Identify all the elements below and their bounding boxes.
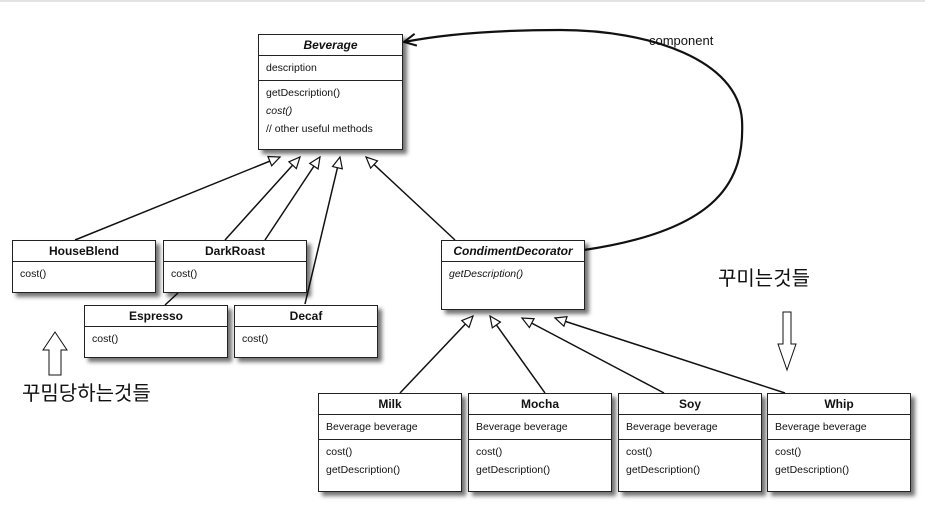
class-mocha-fields: Beverage beverage — [469, 415, 611, 440]
decorators-note: 꾸미는것들 — [718, 266, 810, 290]
class-condimentdecorator: CondimentDecorator getDescription() — [441, 240, 585, 310]
class-espresso-name: Espresso — [85, 306, 227, 327]
class-milk-fields: Beverage beverage — [319, 415, 461, 440]
class-beverage-fields: description — [259, 56, 402, 81]
class-whip-method: getDescription() — [775, 464, 850, 476]
class-decaf-name: Decaf — [235, 306, 377, 327]
class-beverage-method: cost() — [266, 105, 293, 117]
class-beverage-field: description — [266, 62, 317, 74]
edge-decaf-beverage — [304, 155, 344, 305]
class-milk-field: Beverage beverage — [326, 421, 418, 433]
class-mocha-name: Mocha — [469, 394, 611, 415]
class-beverage-methods: getDescription() cost() // other useful … — [259, 81, 402, 141]
class-beverage-method: getDescription() — [266, 87, 341, 99]
class-darkroast-methods: cost() — [164, 262, 306, 286]
class-milk-name: Milk — [319, 394, 461, 415]
class-soy: Soy Beverage beverage cost() getDescript… — [618, 393, 762, 492]
decorators-down-arrow — [777, 311, 797, 372]
class-condimentdecorator-method: getDescription() — [449, 268, 524, 280]
class-milk-method: cost() — [326, 446, 353, 458]
class-soy-method: cost() — [626, 446, 653, 458]
class-whip-field: Beverage beverage — [775, 421, 867, 433]
class-mocha-method: getDescription() — [476, 464, 551, 476]
class-decaf: Decaf cost() — [234, 305, 378, 358]
class-milk-methods: cost() getDescription() — [319, 440, 461, 482]
component-association — [401, 28, 744, 252]
class-houseblend-name: HouseBlend — [13, 241, 155, 262]
class-soy-field: Beverage beverage — [626, 421, 718, 433]
class-mocha-field: Beverage beverage — [476, 421, 568, 433]
class-whip: Whip Beverage beverage cost() getDescrip… — [767, 393, 911, 492]
class-soy-fields: Beverage beverage — [619, 415, 761, 440]
edge-espresso-beverage — [264, 155, 321, 241]
edge-condiment-beverage — [364, 156, 456, 241]
class-beverage: Beverage description getDescription() co… — [258, 34, 403, 150]
edge-whip-condiment — [553, 315, 786, 394]
class-condimentdecorator-methods: getDescription() — [442, 262, 584, 286]
class-darkroast: DarkRoast cost() — [163, 240, 307, 293]
class-whip-fields: Beverage beverage — [768, 415, 910, 440]
decorated-up-arrow — [42, 331, 68, 376]
decorated-note: 꾸밈당하는것들 — [22, 381, 151, 405]
class-decaf-methods: cost() — [235, 327, 377, 351]
class-beverage-name: Beverage — [259, 35, 402, 56]
class-houseblend-method: cost() — [20, 268, 47, 280]
edge-espresso-darkroast — [164, 292, 179, 306]
class-houseblend-methods: cost() — [13, 262, 155, 286]
edge-milk-condiment — [399, 314, 474, 394]
class-milk-method: getDescription() — [326, 464, 401, 476]
class-whip-methods: cost() getDescription() — [768, 440, 910, 482]
class-darkroast-name: DarkRoast — [164, 241, 306, 262]
class-soy-method: getDescription() — [626, 464, 701, 476]
component-label: component — [649, 33, 714, 48]
edge-soy-condiment — [520, 317, 665, 394]
class-darkroast-method: cost() — [171, 268, 198, 280]
class-mocha-method: cost() — [476, 446, 503, 458]
class-beverage-method: // other useful methods — [266, 123, 373, 135]
class-milk: Milk Beverage beverage cost() getDescrip… — [318, 393, 462, 492]
class-soy-name: Soy — [619, 394, 761, 415]
class-decaf-method: cost() — [242, 333, 269, 345]
class-mocha-methods: cost() getDescription() — [469, 440, 611, 482]
class-mocha: Mocha Beverage beverage cost() getDescri… — [468, 393, 612, 492]
class-houseblend: HouseBlend cost() — [12, 240, 156, 293]
edge-mocha-condiment — [489, 314, 546, 394]
class-condimentdecorator-name: CondimentDecorator — [442, 241, 584, 262]
class-espresso: Espresso cost() — [84, 305, 228, 358]
class-whip-method: cost() — [775, 446, 802, 458]
class-whip-name: Whip — [768, 394, 910, 415]
class-soy-methods: cost() getDescription() — [619, 440, 761, 482]
class-espresso-methods: cost() — [85, 327, 227, 351]
edge-darkroast-beverage — [224, 155, 301, 241]
edge-houseblend-beverage — [74, 155, 282, 241]
class-espresso-method: cost() — [92, 333, 119, 345]
